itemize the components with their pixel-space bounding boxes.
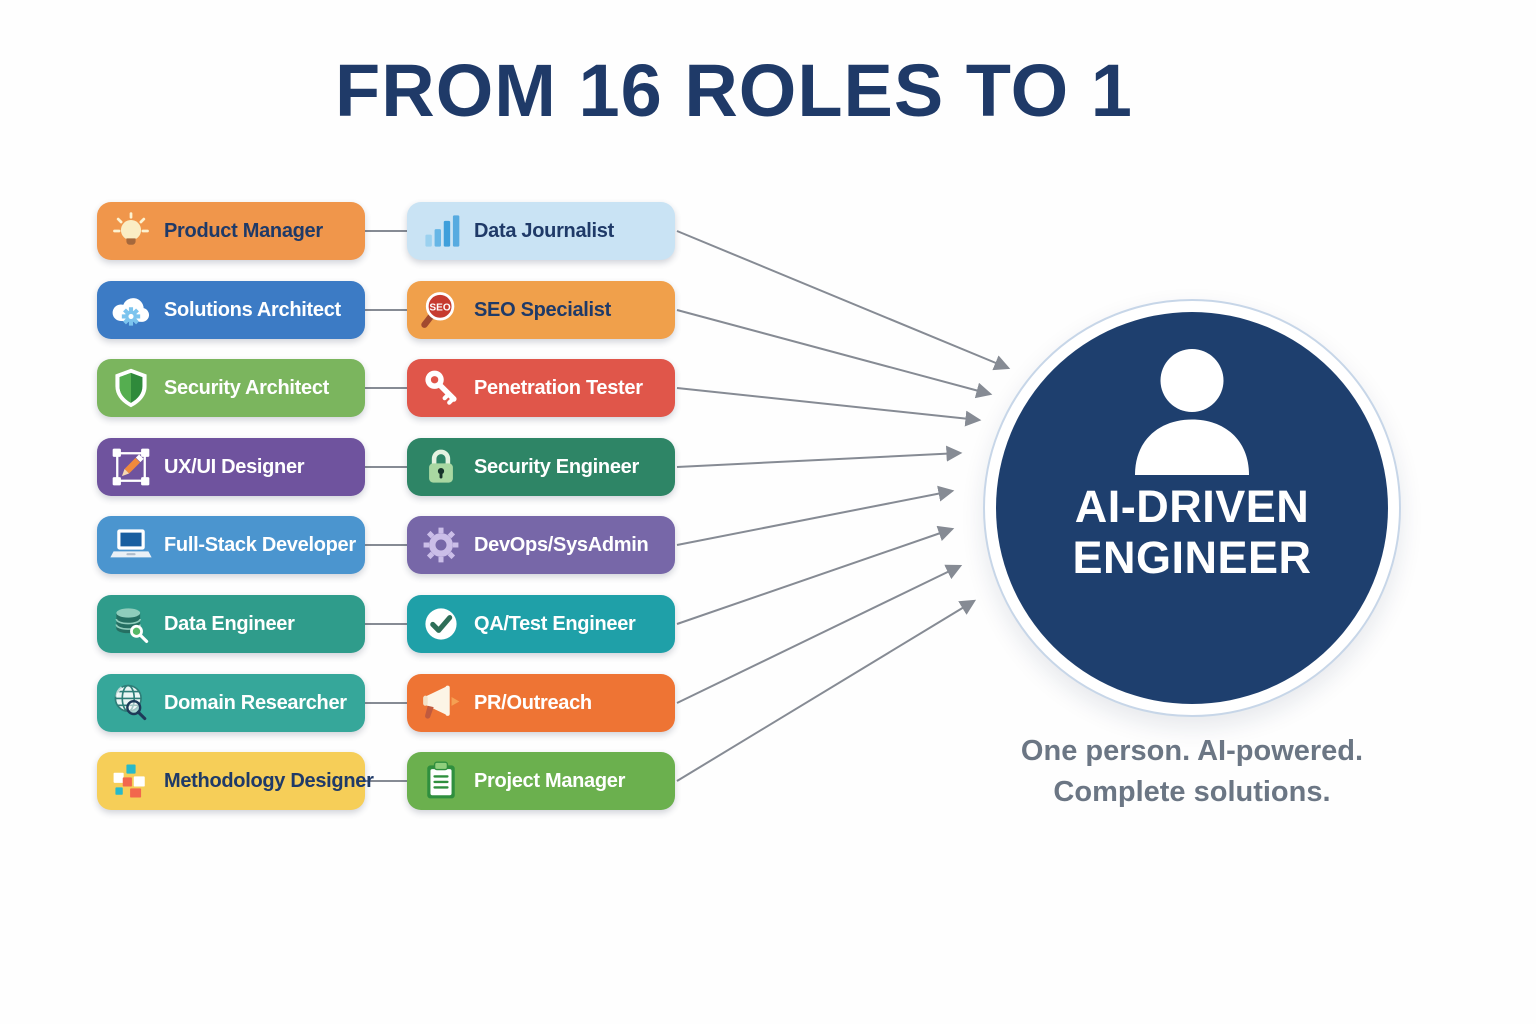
role-label: UX/UI Designer bbox=[164, 455, 305, 478]
role-badge-solutions-architect: Solutions Architect bbox=[97, 281, 365, 339]
role-label: Penetration Tester bbox=[474, 376, 643, 399]
role-label: SEO Specialist bbox=[474, 298, 611, 321]
role-badge-methodology-designer: Methodology Designer bbox=[97, 752, 374, 810]
blocks-icon bbox=[109, 759, 153, 803]
role-badge-ux-ui-designer: UX/UI Designer bbox=[97, 438, 365, 496]
design-frame-pencil-icon bbox=[109, 445, 153, 489]
lightbulb-icon bbox=[109, 209, 153, 253]
role-badge-pr-outreach: PR/Outreach bbox=[407, 674, 675, 732]
key-icon bbox=[419, 366, 463, 410]
ai-engineer-line2: ENGINEER bbox=[1072, 532, 1312, 583]
lock-icon bbox=[419, 445, 463, 489]
role-badge-domain-researcher: Domain Researcher bbox=[97, 674, 365, 732]
megaphone-icon bbox=[419, 681, 463, 725]
role-label: QA/Test Engineer bbox=[474, 612, 636, 635]
role-label: Security Engineer bbox=[474, 455, 639, 478]
role-badge-full-stack-developer: Full-Stack Developer bbox=[97, 516, 365, 574]
seo-magnifier-icon: SEO bbox=[419, 288, 463, 332]
role-label: Full-Stack Developer bbox=[164, 533, 356, 556]
role-badge-product-manager: Product Manager bbox=[97, 202, 365, 260]
role-badge-security-engineer: Security Engineer bbox=[407, 438, 675, 496]
role-label: Data Engineer bbox=[164, 612, 295, 635]
svg-text:SEO: SEO bbox=[429, 302, 450, 313]
check-circle-icon bbox=[419, 602, 463, 646]
role-badge-project-manager: Project Manager bbox=[407, 752, 675, 810]
role-label: Project Manager bbox=[474, 769, 626, 792]
role-badge-data-journalist: Data Journalist bbox=[407, 202, 675, 260]
laptop-icon bbox=[109, 523, 153, 567]
ai-engineer-label: AI-DRIVEN ENGINEER bbox=[992, 481, 1392, 583]
shield-icon bbox=[109, 366, 153, 410]
role-label: PR/Outreach bbox=[474, 691, 592, 714]
role-badge-data-engineer: Data Engineer bbox=[97, 595, 365, 653]
role-label: Security Architect bbox=[164, 376, 330, 399]
ai-engineer-line1: AI-DRIVEN bbox=[1074, 481, 1310, 532]
role-label: DevOps/SysAdmin bbox=[474, 533, 649, 556]
gear-icon bbox=[419, 523, 463, 567]
role-badge-seo-specialist: SEO SEO Specialist bbox=[407, 281, 675, 339]
page-title: FROM 16 ROLES TO 1 bbox=[335, 49, 1133, 132]
role-badge-security-architect: Security Architect bbox=[97, 359, 365, 417]
person-icon bbox=[1117, 340, 1267, 478]
role-badge-devops-sysadmin: DevOps/SysAdmin bbox=[407, 516, 675, 574]
role-label: Methodology Designer bbox=[164, 769, 374, 792]
caption-line2: Complete solutions. bbox=[1053, 776, 1331, 808]
role-label: Solutions Architect bbox=[164, 298, 341, 321]
role-label: Product Manager bbox=[164, 219, 323, 242]
caption-line1: One person. AI-powered. bbox=[1020, 735, 1364, 767]
role-badge-qa-test-engineer: QA/Test Engineer bbox=[407, 595, 675, 653]
role-badge-penetration-tester: Penetration Tester bbox=[407, 359, 675, 417]
database-search-icon bbox=[109, 602, 153, 646]
role-label: Data Journalist bbox=[474, 219, 614, 242]
bar-chart-icon bbox=[419, 209, 463, 253]
role-label: Domain Researcher bbox=[164, 691, 347, 714]
cloud-gear-icon bbox=[109, 288, 153, 332]
clipboard-icon bbox=[419, 759, 463, 803]
globe-search-icon bbox=[109, 681, 153, 725]
caption: One person. AI-powered. Complete solutio… bbox=[892, 731, 1492, 813]
